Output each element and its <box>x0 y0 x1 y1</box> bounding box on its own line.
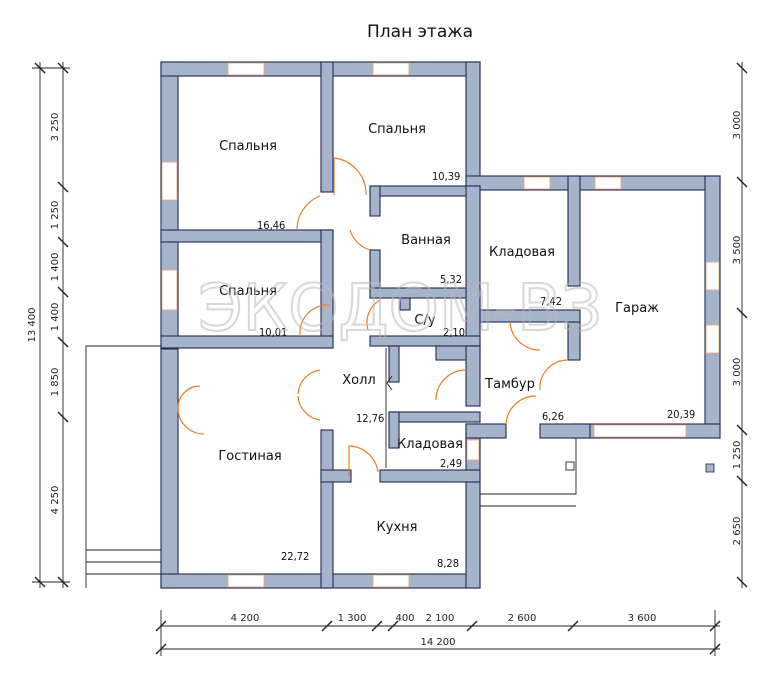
dim-bottom: 2 600 <box>508 613 537 624</box>
room-area: 7,42 <box>540 295 562 308</box>
doors <box>177 157 569 476</box>
room-area: 6,26 <box>542 410 564 423</box>
room-area: 20,39 <box>667 408 695 421</box>
porch-lines <box>85 345 715 588</box>
room-area: 16,46 <box>257 219 285 232</box>
dimension-left: 13 400 3 250 1 250 1 400 1 400 1 850 4 2… <box>27 62 70 588</box>
room-area: 22,72 <box>281 550 309 563</box>
dimension-bottom: 4 200 1 300 400 2 100 2 600 3 600 14 200 <box>155 610 721 656</box>
room-labels: Спальня 16,46 Спальня 10,39 Спальня 10,0… <box>218 122 695 570</box>
room-name: Тамбур <box>484 377 535 392</box>
dim-left: 1 250 <box>50 201 61 230</box>
room-name: Гараж <box>615 301 659 316</box>
watermark-logo: ЭКОДОМ-ВЗ <box>198 272 602 346</box>
room-name: Ванная <box>401 233 451 248</box>
dim-bottom: 4 200 <box>231 613 260 624</box>
dim-bottom: 3 600 <box>628 613 657 624</box>
dim-bottom: 400 <box>395 613 414 624</box>
plan-title: План этажа <box>367 22 473 42</box>
room-area: 12,76 <box>356 412 384 425</box>
dim-bottom-total: 14 200 <box>421 637 456 648</box>
dim-left: 1 400 <box>50 253 61 282</box>
room-name: Кладовая <box>397 437 463 452</box>
dim-bottom: 2 100 <box>426 613 455 624</box>
dim-right: 1 250 <box>732 441 743 470</box>
room-area: 2,49 <box>440 457 462 470</box>
room-area: 8,28 <box>437 557 459 570</box>
room-name: Кладовая <box>489 245 555 260</box>
room-name: Кухня <box>377 520 418 535</box>
room-area: 2,10 <box>443 326 465 339</box>
dimension-right: 3 000 3 500 3 000 1 250 2 650 <box>732 62 748 588</box>
dim-left: 3 250 <box>50 113 61 142</box>
room-name: Спальня <box>219 139 277 154</box>
dim-right: 2 650 <box>732 517 743 546</box>
dim-left-total: 13 400 <box>27 308 38 343</box>
room-area: 10,39 <box>432 170 460 183</box>
dim-right: 3 000 <box>732 358 743 387</box>
room-name: Спальня <box>368 122 426 137</box>
dim-right: 3 500 <box>732 236 743 265</box>
room-name: С/у <box>414 313 435 328</box>
dim-left: 1 400 <box>50 303 61 332</box>
dim-left: 4 250 <box>50 486 61 515</box>
room-name: Спальня <box>219 284 277 299</box>
dim-bottom: 1 300 <box>338 613 367 624</box>
room-name: Холл <box>342 373 375 388</box>
room-area: 10,01 <box>259 326 287 339</box>
windows <box>161 62 720 588</box>
room-name: Гостиная <box>218 449 281 464</box>
room-area: 5,32 <box>440 273 462 286</box>
dim-right: 3 000 <box>732 111 743 140</box>
dim-left: 1 850 <box>50 368 61 397</box>
